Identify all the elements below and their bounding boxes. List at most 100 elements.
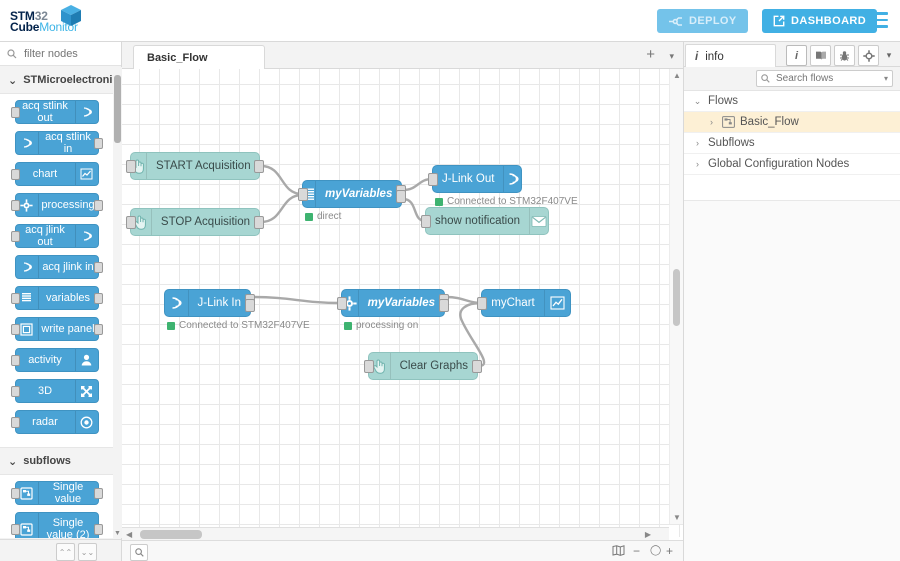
node-input-port[interactable]: [10, 293, 20, 304]
node-input-port[interactable]: [10, 386, 20, 397]
zoom-reset-icon[interactable]: ◯: [650, 545, 662, 556]
node-input-port[interactable]: [477, 297, 487, 310]
flow-canvas[interactable]: START Acquisition STOP Acquisition myVar…: [122, 69, 683, 537]
node-output-port-2[interactable]: [245, 299, 255, 312]
palette-scroll-down-arrow[interactable]: ▼: [114, 530, 121, 537]
node-show-notification[interactable]: show notification: [421, 207, 549, 235]
canvas-vertical-scrollbar[interactable]: ▲ ▼: [669, 69, 683, 524]
scroll-up-arrow[interactable]: ▲: [673, 71, 681, 80]
palette-node-acq-jlink-out[interactable]: acq jlink out: [10, 224, 99, 248]
search-flows-input[interactable]: [774, 72, 878, 85]
palette-category-stmicroelectronics[interactable]: ⌄ STMicroelectronics: [0, 67, 113, 94]
node-input-port[interactable]: [10, 169, 20, 180]
node-output-port[interactable]: [93, 324, 103, 335]
node-input-port[interactable]: [337, 297, 347, 310]
node-input-port[interactable]: [10, 488, 20, 499]
node-input-port[interactable]: [126, 160, 136, 173]
node-input-port[interactable]: [10, 355, 20, 366]
node-input-port[interactable]: [10, 107, 20, 118]
node-input-port[interactable]: [10, 324, 20, 335]
palette-node-acq-stlink-in[interactable]: acq stlink in: [14, 131, 103, 155]
palette-category-subflows[interactable]: ⌄ subflows: [0, 447, 113, 475]
zoom-out-icon[interactable]: −: [633, 544, 641, 558]
gear-icon[interactable]: [858, 45, 879, 66]
expand-all-icon[interactable]: ⌄⌄: [78, 543, 97, 561]
search-flows-box[interactable]: ▾: [756, 70, 893, 87]
chevron-right-icon[interactable]: ›: [696, 138, 699, 148]
collapse-all-icon[interactable]: ⌃⌃: [56, 543, 75, 561]
filter-nodes-box[interactable]: [0, 42, 121, 66]
canvas-hscroll-thumb[interactable]: [140, 530, 202, 539]
chevron-right-icon[interactable]: ›: [696, 159, 699, 169]
palette-node-write-panel[interactable]: write panel: [10, 317, 103, 341]
palette-node-single-value-2[interactable]: Single value (2): [10, 512, 103, 538]
dashboard-button[interactable]: DASHBOARD: [762, 9, 878, 33]
palette-node-activity[interactable]: activity: [10, 348, 99, 372]
node-myvariables-bottom[interactable]: myVariables: [337, 289, 449, 317]
node-input-port[interactable]: [421, 215, 431, 228]
palette-scrollbar[interactable]: [113, 67, 122, 538]
tree-item-subflows[interactable]: › Subflows: [684, 133, 900, 154]
palette-node-3d[interactable]: 3D: [10, 379, 99, 403]
node-input-port[interactable]: [10, 231, 20, 242]
palette-node-variables[interactable]: variables: [10, 286, 103, 310]
node-stop-acquisition[interactable]: STOP Acquisition: [126, 208, 264, 236]
node-input-port[interactable]: [364, 360, 374, 373]
hamburger-menu-icon[interactable]: [868, 12, 888, 28]
node-jlink-in[interactable]: J-Link In: [164, 289, 255, 317]
palette-node-chart[interactable]: chart: [10, 162, 99, 186]
node-output-port[interactable]: [93, 524, 103, 535]
node-mychart[interactable]: myChart: [477, 289, 571, 317]
node-output-port-2[interactable]: [439, 299, 449, 312]
scroll-down-arrow[interactable]: ▼: [673, 513, 681, 522]
tree-item-global-config-nodes[interactable]: › Global Configuration Nodes: [684, 154, 900, 175]
chevron-down-icon[interactable]: ▾: [669, 51, 674, 61]
node-clear-graphs[interactable]: Clear Graphs: [364, 352, 482, 380]
node-output-port[interactable]: [93, 262, 103, 273]
scroll-left-arrow[interactable]: ◀: [126, 530, 133, 539]
node-input-port[interactable]: [428, 173, 438, 186]
canvas-vscroll-thumb[interactable]: [673, 269, 680, 326]
chevron-down-icon[interactable]: ▾: [883, 74, 888, 83]
chevron-down-icon[interactable]: ⌄: [693, 95, 702, 106]
search-icon[interactable]: [130, 544, 148, 561]
canvas-horizontal-scrollbar[interactable]: ◀ ▶: [122, 527, 669, 541]
navigator-icon[interactable]: [612, 545, 625, 556]
chevron-right-icon[interactable]: ›: [710, 117, 713, 127]
scroll-right-arrow[interactable]: ▶: [644, 530, 651, 539]
palette-node-processing[interactable]: processing: [10, 193, 103, 217]
book-icon[interactable]: [810, 45, 831, 66]
filter-nodes-input[interactable]: [22, 46, 118, 61]
palette-node-acq-jlink-in[interactable]: acq jlink in: [14, 255, 103, 279]
palette-node-single-value[interactable]: Single value: [10, 481, 103, 505]
zoom-in-icon[interactable]: +: [666, 544, 674, 558]
node-output-port[interactable]: [93, 488, 103, 499]
palette-node-radar[interactable]: radar: [10, 410, 99, 434]
node-input-port[interactable]: [10, 200, 20, 211]
node-input-port[interactable]: [126, 216, 136, 229]
node-input-port[interactable]: [10, 524, 20, 535]
node-output-port[interactable]: [93, 293, 103, 304]
node-jlink-out[interactable]: J-Link Out: [428, 165, 522, 193]
tree-item-flows[interactable]: ⌄ Flows: [684, 91, 900, 112]
info-icon[interactable]: i: [786, 45, 807, 66]
node-myvariables-top[interactable]: myVariables: [298, 180, 406, 208]
chevron-down-icon[interactable]: ▾: [886, 50, 892, 60]
palette-node-acq-stlink-out[interactable]: acq stlink out: [10, 100, 99, 124]
node-output-port[interactable]: [472, 360, 482, 373]
node-input-port[interactable]: [298, 188, 308, 201]
tab-info[interactable]: i info: [685, 44, 776, 68]
node-output-port[interactable]: [93, 138, 103, 149]
debug-bug-icon[interactable]: [834, 45, 855, 66]
tree-item-basic-flow[interactable]: › Basic_Flow: [684, 112, 900, 133]
palette-scrollbar-thumb[interactable]: [114, 75, 121, 143]
node-start-acquisition[interactable]: START Acquisition: [126, 152, 264, 180]
tab-basic-flow[interactable]: Basic_Flow: [133, 45, 265, 69]
deploy-button[interactable]: DEPLOY: [657, 9, 748, 33]
node-output-port[interactable]: [254, 160, 264, 173]
node-output-port[interactable]: [254, 216, 264, 229]
add-flow-tab-icon[interactable]: +: [646, 46, 655, 63]
node-input-port[interactable]: [10, 417, 20, 428]
node-output-port-2[interactable]: [396, 190, 406, 203]
node-output-port[interactable]: [93, 200, 103, 211]
